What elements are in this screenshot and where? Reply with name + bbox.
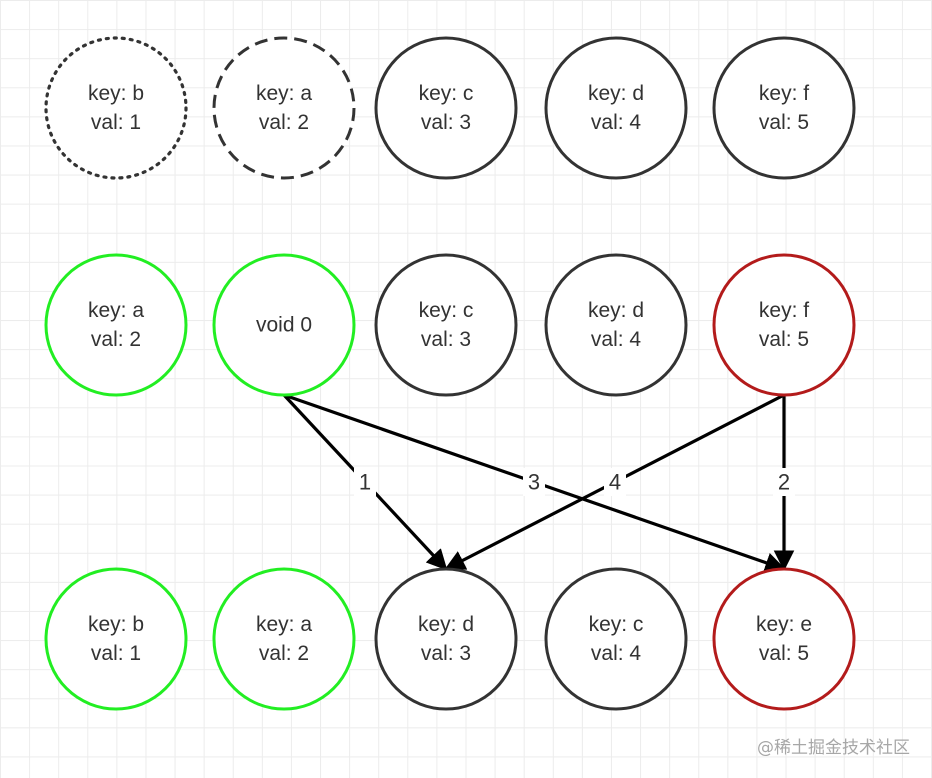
node-r1c4: key: d val: 4	[544, 36, 688, 180]
edge-label-background	[523, 468, 545, 496]
node-r1c3: key: c val: 3	[374, 36, 518, 180]
node-key-text: key: c	[589, 613, 644, 636]
node-key-text: key: c	[419, 299, 474, 322]
node-circle	[212, 36, 356, 180]
node-r3c5: key: e val: 5	[712, 567, 856, 711]
node-circle	[712, 567, 856, 711]
node-val-text: val: 2	[259, 111, 309, 134]
edge-label: 1	[359, 470, 371, 495]
node-val-text: val: 4	[591, 642, 642, 665]
node-circle	[374, 36, 518, 180]
node-val-text: val: 1	[91, 642, 141, 665]
edge-label: 4	[609, 470, 621, 495]
edge-label-background	[354, 468, 376, 496]
node-circle	[544, 253, 688, 397]
node-r3c4: key: c val: 4	[544, 567, 688, 711]
node-key-text: key: f	[759, 82, 809, 105]
node-circle	[44, 253, 188, 397]
node-val-text: val: 2	[91, 328, 141, 351]
node-circle	[544, 567, 688, 711]
edge-label-background	[604, 468, 626, 496]
node-r1c2: key: a val: 2	[212, 36, 356, 180]
node-key-text: key: d	[588, 299, 644, 322]
node-circle	[374, 567, 518, 711]
node-key-text: key: f	[759, 299, 809, 322]
node-r2c3: key: c val: 3	[374, 253, 518, 397]
node-r1c5: key: f val: 5	[712, 36, 856, 180]
node-circle	[212, 253, 356, 397]
node-val-text: val: 5	[759, 111, 809, 134]
node-r3c3: key: d val: 3	[374, 567, 518, 711]
node-key-text: key: a	[256, 82, 312, 105]
node-circle	[44, 567, 188, 711]
node-val-text: val: 5	[759, 642, 809, 665]
node-val-text: val: 2	[259, 642, 309, 665]
node-r2c5: key: f val: 5	[712, 253, 856, 397]
node-circle	[712, 253, 856, 397]
node-val-text: val: 3	[421, 111, 471, 134]
node-r3c1: key: b val: 1	[44, 567, 188, 711]
node-circle	[212, 567, 356, 711]
node-key-text: key: a	[88, 299, 144, 322]
node-key-text: key: e	[756, 613, 812, 636]
node-circle	[44, 36, 188, 180]
watermark-text: @稀土掘金技术社区	[757, 738, 910, 758]
node-key-text: void 0	[256, 314, 312, 337]
node-circle	[374, 253, 518, 397]
node-key-text: key: b	[88, 82, 144, 105]
node-val-text: val: 5	[759, 328, 809, 351]
edge-label-background	[773, 468, 795, 496]
node-val-text: val: 4	[591, 111, 642, 134]
node-r2c2: void 0	[212, 253, 356, 397]
node-r2c4: key: d val: 4	[544, 253, 688, 397]
node-val-text: val: 3	[421, 642, 471, 665]
edge-label: 3	[528, 470, 540, 495]
node-r1c1: key: b val: 1	[44, 36, 188, 180]
node-key-text: key: d	[418, 613, 474, 636]
edge-label: 2	[778, 470, 790, 495]
node-key-text: key: c	[419, 82, 474, 105]
node-key-text: key: a	[256, 613, 312, 636]
node-circle	[712, 36, 856, 180]
node-val-text: val: 4	[591, 328, 642, 351]
node-key-text: key: b	[88, 613, 144, 636]
node-val-text: val: 1	[91, 111, 141, 134]
node-r2c1: key: a val: 2	[44, 253, 188, 397]
node-circle	[544, 36, 688, 180]
node-val-text: val: 3	[421, 328, 471, 351]
edge-labels-layer: 1 2 3 4	[354, 468, 795, 496]
node-key-text: key: d	[588, 82, 644, 105]
node-r3c2: key: a val: 2	[212, 567, 356, 711]
